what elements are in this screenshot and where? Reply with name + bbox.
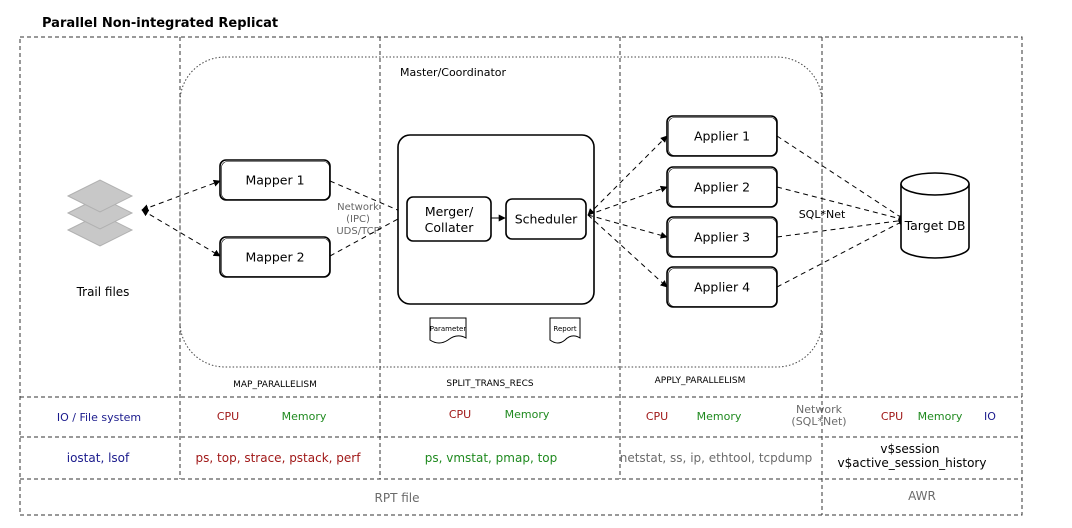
applier-4: Applier 4 <box>666 266 778 308</box>
resource-cpu-db: CPU <box>881 410 903 423</box>
svg-text:(IPC): (IPC) <box>346 214 370 225</box>
scheduler-label: Scheduler <box>515 212 578 227</box>
rpt-file-label: RPT file <box>375 491 420 505</box>
resource-network-sqlnet-sub: (SQL*Net) <box>791 415 846 428</box>
applier-3-label: Applier 3 <box>694 230 750 245</box>
sqlnet-label: SQL*Net <box>799 208 846 221</box>
scheduler: Scheduler <box>505 198 587 240</box>
resource-memory-coordinator: Memory <box>505 408 550 421</box>
applier-1-label: Applier 1 <box>694 129 750 144</box>
tools-db-ash: v$active_session_history <box>838 456 987 470</box>
mapper-2: Mapper 2 <box>219 236 331 278</box>
param-split-trans-recs: SPLIT_TRANS_RECS <box>446 379 534 389</box>
mapper-1: Mapper 1 <box>219 159 331 201</box>
resource-io-filesystem: IO / File system <box>57 411 141 424</box>
trail-files-label: Trail files <box>76 285 130 299</box>
database-cylinder-icon: Target DB <box>900 172 970 259</box>
trail-mapper-arrows <box>141 179 221 257</box>
svg-text:Merger/: Merger/ <box>425 204 474 219</box>
diagram-title: Parallel Non-integrated Replicat <box>42 16 278 31</box>
svg-text:Collater: Collater <box>425 220 475 235</box>
mapper-merger-arrows <box>329 180 408 257</box>
merger-collater: Merger/ Collater <box>406 196 492 242</box>
applier-3: Applier 3 <box>666 216 778 258</box>
coordinator-label: Master/Coordinator <box>400 66 507 79</box>
tools-network: netstat, ss, ip, ethtool, tcpdump <box>620 451 813 465</box>
resource-cpu-mappers: CPU <box>217 410 239 423</box>
svg-text:Report: Report <box>553 325 576 333</box>
resource-network-sqlnet: Network <box>796 403 843 416</box>
tools-cpu: ps, top, strace, pstack, perf <box>196 451 362 465</box>
scheduler-applier-arrows <box>587 135 668 288</box>
applier-1: Applier 1 <box>666 115 778 157</box>
network-ipc-label: Network (IPC) UDS/TCP <box>336 202 379 237</box>
report-document-icon: Report <box>549 317 581 344</box>
target-db-label: Target DB <box>904 218 966 233</box>
applier-4-label: Applier 4 <box>694 280 750 295</box>
applier-db-arrows <box>776 135 906 288</box>
param-map-parallelism: MAP_PARALLELISM <box>233 380 317 390</box>
applier-2-label: Applier 2 <box>694 180 750 195</box>
coordinator-box <box>397 134 595 305</box>
svg-text:Network: Network <box>337 202 379 213</box>
resource-memory-appliers: Memory <box>697 410 742 423</box>
resource-io-db: IO <box>984 410 996 423</box>
param-apply-parallelism: APPLY_PARALLELISM <box>655 376 746 386</box>
tools-db-session: v$session <box>880 442 939 456</box>
svg-text:Parameter: Parameter <box>430 325 467 333</box>
awr-label: AWR <box>908 489 936 503</box>
tools-io: iostat, lsof <box>67 451 130 465</box>
resource-cpu-coordinator: CPU <box>449 408 471 421</box>
mapper-1-label: Mapper 1 <box>245 173 304 188</box>
resource-memory-db: Memory <box>918 410 963 423</box>
mapper-2-label: Mapper 2 <box>245 250 304 265</box>
applier-2: Applier 2 <box>666 166 778 208</box>
tools-memory: ps, vmstat, pmap, top <box>425 451 558 465</box>
parameter-document-icon: Parameter <box>429 317 467 344</box>
stacked-layers-icon <box>66 179 134 247</box>
resource-cpu-appliers: CPU <box>646 410 668 423</box>
resource-memory-mappers: Memory <box>282 410 327 423</box>
svg-text:UDS/TCP: UDS/TCP <box>336 226 379 237</box>
